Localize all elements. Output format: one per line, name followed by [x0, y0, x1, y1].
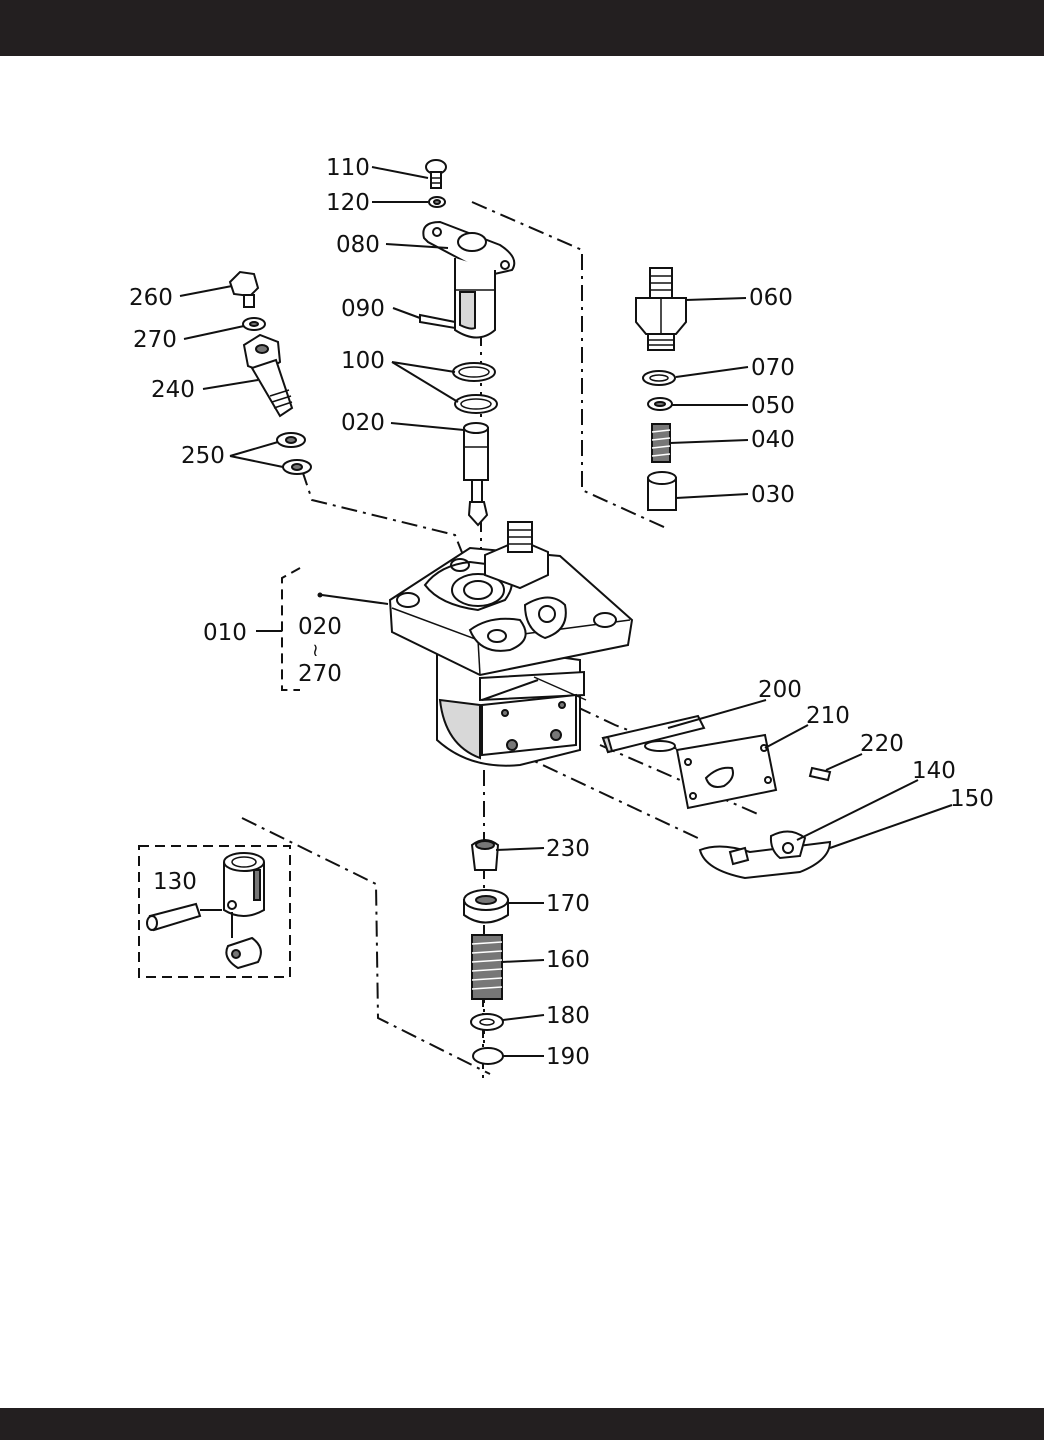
label-270: 270: [133, 327, 177, 353]
label-190: 190: [546, 1044, 590, 1070]
leader-lines: [179, 166, 953, 1057]
label-110: 110: [326, 155, 370, 181]
label-010: 010: [203, 620, 247, 646]
label-230: 230: [546, 836, 590, 862]
pump-body: [388, 521, 634, 767]
label-240: 240: [151, 377, 195, 403]
label-200: 200: [758, 677, 802, 703]
plunger-stack: [419, 159, 516, 527]
label-120: 120: [326, 190, 370, 216]
label-range-sep: ≀: [312, 640, 319, 661]
label-160: 160: [546, 947, 590, 973]
bottom-frame-bar: [0, 1408, 1044, 1440]
top-frame-bar: [0, 0, 1044, 56]
label-range-from: 020: [298, 614, 342, 640]
label-070: 070: [751, 355, 795, 381]
label-020: 020: [341, 410, 385, 436]
inset-130: [138, 845, 291, 978]
label-140: 140: [912, 758, 956, 784]
control-rack-parts: [601, 714, 832, 880]
label-260: 260: [129, 285, 173, 311]
part-labels: 110 120 080 090 100 020 260 270 240 250 …: [129, 155, 994, 1070]
label-030: 030: [751, 482, 795, 508]
label-250: 250: [181, 443, 225, 469]
label-040: 040: [751, 427, 795, 453]
label-180: 180: [546, 1003, 590, 1029]
label-090: 090: [341, 296, 385, 322]
delivery-valve-stack: [635, 267, 687, 511]
label-080: 080: [336, 232, 380, 258]
label-060: 060: [749, 285, 793, 311]
label-range-to: 270: [298, 661, 342, 687]
spring-stack: [463, 839, 509, 1065]
label-220: 220: [860, 731, 904, 757]
delivery-valve-holder-stack: [228, 270, 312, 475]
range-bracket-010: [256, 567, 389, 691]
label-130: 130: [153, 869, 197, 895]
label-170: 170: [546, 891, 590, 917]
label-050: 050: [751, 393, 795, 419]
label-100: 100: [341, 348, 385, 374]
label-150: 150: [950, 786, 994, 812]
label-210: 210: [806, 703, 850, 729]
